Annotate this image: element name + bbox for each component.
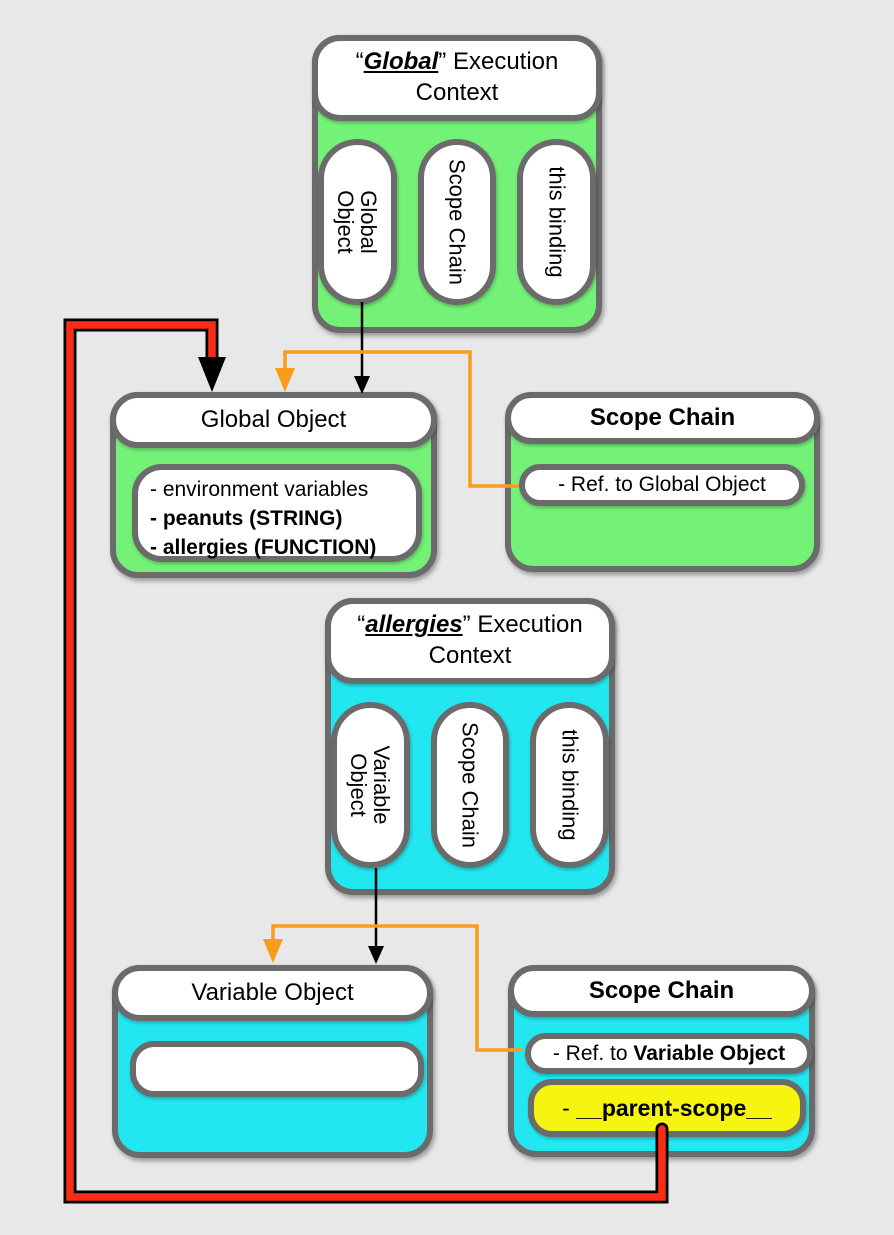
pill-scope-chain-label: Scope Chain [444,159,470,285]
close-quote: ” [438,48,447,76]
variable-object-arrowhead [368,946,384,964]
ref-to-global-object-pill: - Ref. to Global Object [519,464,805,506]
global-object-list: - environment variables - peanuts (STRIN… [132,464,422,562]
global-execution-context-title: “Global” Execution Context [312,35,602,121]
title-line2: Context [415,79,499,106]
global-execution-context-box: “Global” Execution Context Global Object… [312,35,602,333]
pill-scope-chain: Scope Chain [417,139,497,305]
context-name: Global [363,48,439,76]
pill-variable-object-label: Variable Object [346,745,395,825]
pill-this-binding: this binding [517,139,597,305]
global-ec-pill-row: Global Object Scope Chain this binding [318,139,597,305]
close-quote: ” [462,611,471,639]
pill-variable-object: Variable Object [331,702,410,868]
scope-chain-global-header: Scope Chain [505,392,820,444]
parent-scope-pill: - __parent-scope__ [528,1079,806,1137]
pill-scope-chain-label: Scope Chain [457,722,483,848]
variable-object-box: Variable Object [112,965,433,1158]
list-item-peanuts: - peanuts (STRING) [150,507,343,530]
title-suffix: Execution [446,48,559,76]
variable-object-box-header: Variable Object [112,965,433,1021]
list-item-environment-variables: - environment variables [150,478,369,501]
global-object-box-header: Global Object [110,392,437,448]
title-line1: “Global” Execution [356,47,559,78]
pill-global-object-label: Global Object [333,190,382,254]
title-suffix: Execution [470,611,583,639]
ref-to-variable-object-pill: - Ref. to Variable Object [525,1033,813,1074]
empty-variable-pill [130,1041,424,1097]
list-item-allergies: - allergies (FUNCTION) [150,536,377,559]
parent-scope-arrowhead [198,357,226,392]
pill-this-binding-label: this binding [544,166,570,278]
pill-global-object: Global Object [318,139,397,305]
title-line2: Context [428,642,512,669]
scope-chain-allergies-header: Scope Chain [508,965,815,1017]
scope-chain-global-box: Scope Chain - Ref. to Global Object [505,392,820,572]
allergies-execution-context-box: “allergies” Execution Context Variable O… [325,598,615,895]
scope-ref-arrowhead-variable [263,939,283,963]
pill-scope-chain: Scope Chain [430,702,510,868]
pill-this-binding: this binding [530,702,610,868]
scope-chain-allergies-box: Scope Chain - Ref. to Variable Object - … [508,965,815,1157]
scope-ref-arrowhead-global [275,368,295,392]
pill-this-binding-label: this binding [557,729,583,841]
context-name: allergies [365,611,463,639]
open-quote: “ [355,48,364,76]
allergies-execution-context-title: “allergies” Execution Context [325,598,615,684]
title-line1: “allergies” Execution [357,610,582,641]
allergies-ec-pill-row: Variable Object Scope Chain this binding [331,702,610,868]
global-object-box: Global Object - environment variables - … [110,392,437,578]
